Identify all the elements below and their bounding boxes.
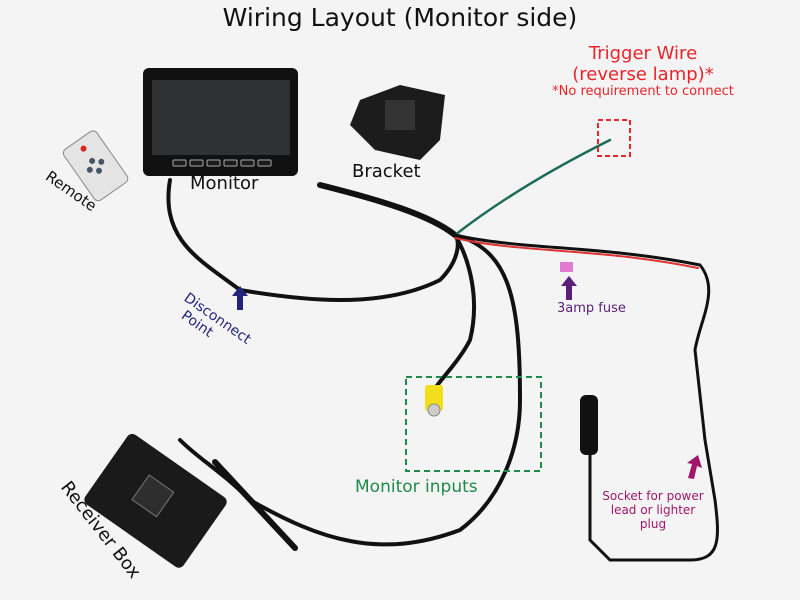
lighter-plug bbox=[580, 395, 598, 455]
diagram-title: Wiring Layout (Monitor side) bbox=[222, 3, 578, 32]
receiver-box bbox=[84, 433, 227, 568]
fuse bbox=[560, 262, 573, 272]
trigger-highlight-box bbox=[597, 119, 631, 157]
bracket-device bbox=[350, 85, 445, 160]
monitor-inputs-highlight-box bbox=[405, 376, 542, 472]
bracket-label: Bracket bbox=[352, 161, 421, 182]
disconnect-arrow-icon bbox=[232, 286, 248, 310]
trigger-wire-line1: Trigger Wire bbox=[588, 43, 698, 64]
fuse-label: 3amp fuse bbox=[557, 301, 626, 316]
socket-line2: lead or lighter bbox=[610, 502, 696, 517]
antenna bbox=[212, 459, 298, 551]
trigger-wire-line2: (reverse lamp)* bbox=[572, 63, 714, 85]
socket-arrow-icon bbox=[687, 455, 702, 479]
socket-line1: Socket for power bbox=[602, 489, 704, 503]
trigger-wire-note: *No requirement to connect bbox=[552, 84, 734, 100]
socket-line3: plug bbox=[639, 516, 667, 531]
monitor-inputs-label: Monitor inputs bbox=[355, 477, 478, 497]
remote-device bbox=[62, 130, 129, 202]
rca-connector bbox=[425, 385, 443, 411]
socket-label: Socket for power lead or lighter plug bbox=[598, 489, 708, 531]
monitor-label: Monitor bbox=[190, 173, 259, 194]
monitor-device bbox=[143, 68, 298, 176]
trigger-wire-label: Trigger Wire (reverse lamp)* *No require… bbox=[528, 43, 758, 100]
fuse-arrow-icon bbox=[561, 276, 577, 300]
